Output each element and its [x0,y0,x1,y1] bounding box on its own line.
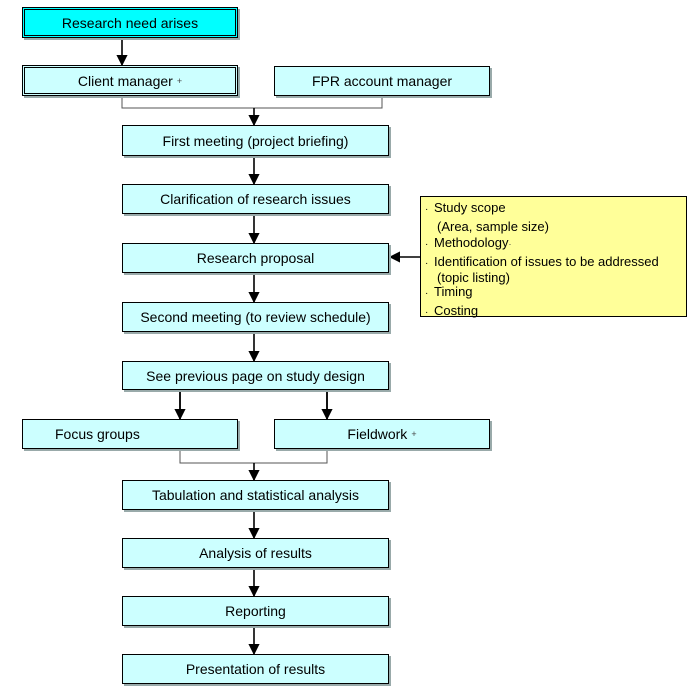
node-fieldwork: Fieldwork+ [274,419,490,449]
node-presentation: Presentation of results [122,654,389,684]
node-label: Client manager [77,72,173,89]
node-reporting: Reporting [122,596,389,626]
node-label: Second meeting (to review schedule) [140,309,371,325]
note-item: ·Methodology· [425,235,686,254]
node-label: Analysis of results [199,545,312,561]
bullet-icon: · [425,257,429,269]
node-label: FPR account manager [311,73,453,89]
node-label: Reporting [225,603,286,619]
tick-icon: + [411,429,417,439]
node-tabulation: Tabulation and statistical analysis [122,480,389,510]
node-label: See previous page on study design [146,367,365,384]
node-research-need: Research need arises [22,7,238,38]
tick-icon: + [176,75,183,86]
node-see-previous: See previous page on study design [122,361,389,390]
proposal-contents-note: ·Study scope (Area, sample size) ·Method… [420,196,687,318]
node-label: Tabulation and statistical analysis [151,487,359,503]
node-label: Focus groups [55,426,140,442]
node-label: First meeting (project briefing) [162,132,349,149]
bullet-icon: · [425,239,429,251]
node-first-meeting: First meeting (project briefing) [122,125,389,156]
node-label: Clarification of research issues [160,191,351,207]
connector-split [179,389,328,419]
node-fpr-account-manager: FPR account manager [274,66,490,96]
node-label: Presentation of results [185,661,326,677]
note-item: ·Study scope [425,200,686,219]
note-item: ·Costing [425,303,686,322]
connector-managers [121,96,383,109]
note-subitem: (topic listing) [437,270,510,286]
note-subitem: (Area, sample size) [437,218,549,234]
node-client-manager: Client manager+ [22,65,238,96]
bullet-icon: · [425,306,429,318]
bullet-icon: · [425,288,429,300]
note-item: ·Timing [425,284,686,303]
connector-merge [179,449,328,464]
node-label: Research need arises [61,14,199,31]
node-analysis: Analysis of results [122,538,389,568]
node-research-proposal: Research proposal [122,243,389,273]
node-second-meeting: Second meeting (to review schedule) [122,302,389,332]
node-focus-groups: Focus groups [22,419,238,449]
node-label: Fieldwork [347,426,408,442]
bullet-icon: · [425,204,429,215]
tick-icon: · [508,239,512,250]
node-label: Research proposal [196,250,315,266]
note-item: ·Identification of issues to be addresse… [425,254,686,273]
node-clarification: Clarification of research issues [122,184,389,214]
